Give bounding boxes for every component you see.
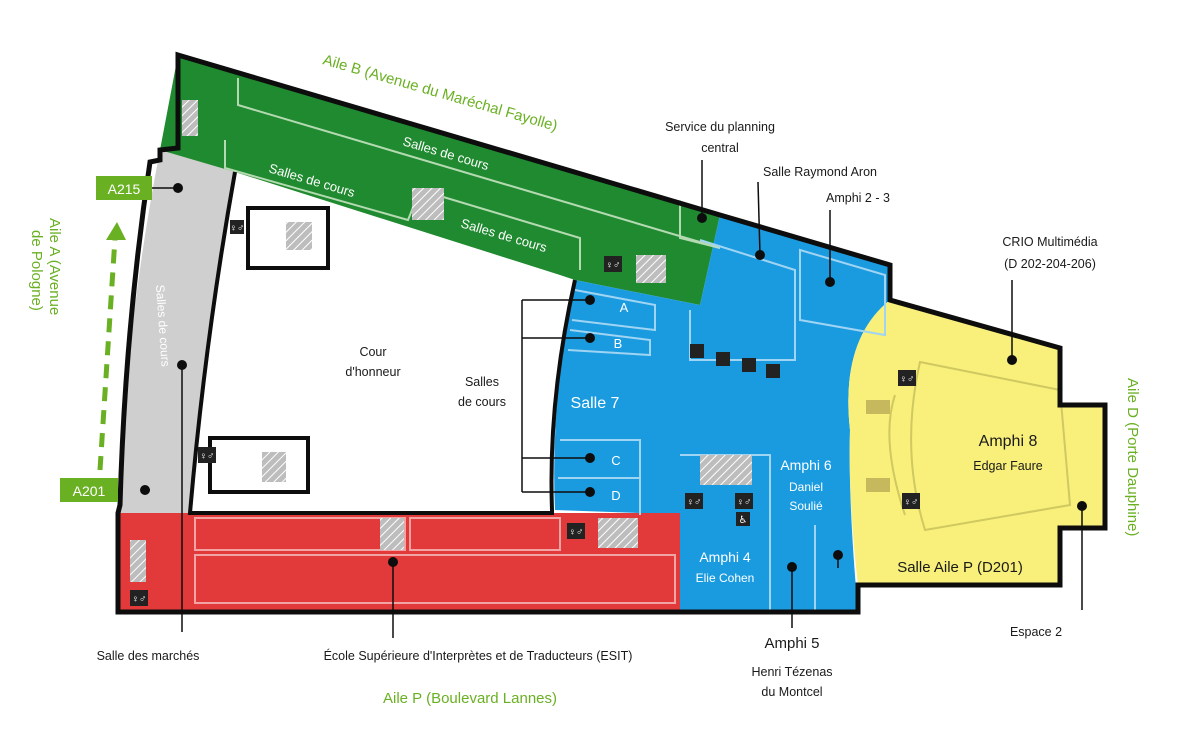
amphi-4-label: Elie Cohen: [696, 571, 755, 585]
blue-zone-block: [554, 215, 890, 612]
svg-text:♀♂: ♀♂: [200, 451, 215, 462]
arrow-up-icon: [97, 222, 126, 471]
amphi-2-3-label: Amphi 2 - 3: [826, 191, 890, 205]
amphi-5-label: Amphi 5: [764, 635, 819, 652]
svg-text:A215: A215: [108, 181, 141, 197]
room-b-label: B: [614, 336, 623, 351]
svg-text:♀♂: ♀♂: [904, 497, 919, 508]
room-label: Salles de cours: [153, 284, 173, 367]
esit-label: École Supérieure d'Interprètes et de Tra…: [324, 648, 633, 663]
amphi-8-label: Amphi 8: [979, 433, 1038, 450]
salle-aile-p-label: Salle Aile P (D201): [897, 559, 1023, 576]
amphi-4-label: Amphi 4: [699, 549, 751, 565]
aile-a-block: [118, 150, 235, 513]
svg-text:A201: A201: [73, 483, 106, 499]
amphi-8-label: Edgar Faure: [973, 459, 1043, 473]
svg-text:♀♂: ♀♂: [687, 497, 702, 508]
room-a-label: A: [620, 300, 629, 315]
crio-label: (D 202-204-206): [1004, 257, 1096, 271]
wheelchair-icon: ♿: [736, 512, 750, 526]
callout-dots: [140, 183, 1087, 572]
aile-d-label: Aile D (Porte Dauphine): [1124, 378, 1141, 536]
inner-block-south: [208, 436, 310, 494]
amphi-6-label: Amphi 6: [780, 457, 832, 473]
salle-7-label: Salle 7: [571, 395, 620, 412]
yellow-zone-block: [848, 300, 1105, 585]
salles-label: de cours: [458, 395, 506, 409]
stairs-icon: [130, 100, 890, 582]
amphi-6-label: Soulié: [789, 499, 823, 513]
svg-text:♀♂: ♀♂: [569, 527, 584, 538]
svg-text:♿: ♿: [739, 515, 748, 526]
aile-a-label: de Pologne): [28, 230, 45, 311]
svg-text:♀♂: ♀♂: [606, 260, 621, 271]
amphi-5-label: Henri Tézenas: [751, 665, 832, 679]
espace-2-label: Espace 2: [1010, 625, 1062, 639]
restroom-icon: [130, 220, 920, 606]
callout-lines: [145, 160, 1083, 638]
amphi-6-label: Daniel: [789, 480, 823, 494]
aile-p-block: [118, 513, 680, 612]
svg-text:♀♂: ♀♂: [230, 223, 245, 234]
room-d-label: D: [611, 488, 620, 503]
svg-text:♀♂: ♀♂: [132, 594, 147, 605]
crio-label: CRIO Multimédia: [1002, 235, 1097, 249]
cour-label: d'honneur: [345, 365, 400, 379]
tag-a215: A215: [96, 176, 152, 200]
cour-label: Cour: [359, 345, 386, 359]
salles-label: Salles: [465, 375, 499, 389]
aile-a-label: Aile A (Avenue: [46, 218, 63, 315]
salle-marches-label: Salle des marchés: [97, 649, 200, 663]
svg-text:♀♂: ♀♂: [737, 497, 752, 508]
service-planning-label: Service du planning: [665, 120, 775, 134]
tag-a201: A201: [60, 478, 118, 502]
svg-text:♀♂: ♀♂: [900, 374, 915, 385]
raymond-aron-label: Salle Raymond Aron: [763, 165, 877, 179]
service-planning-label: central: [701, 141, 739, 155]
aile-p-label: Aile P (Boulevard Lannes): [383, 690, 557, 707]
room-c-label: C: [611, 453, 620, 468]
amphi-5-label: du Montcel: [761, 685, 822, 699]
